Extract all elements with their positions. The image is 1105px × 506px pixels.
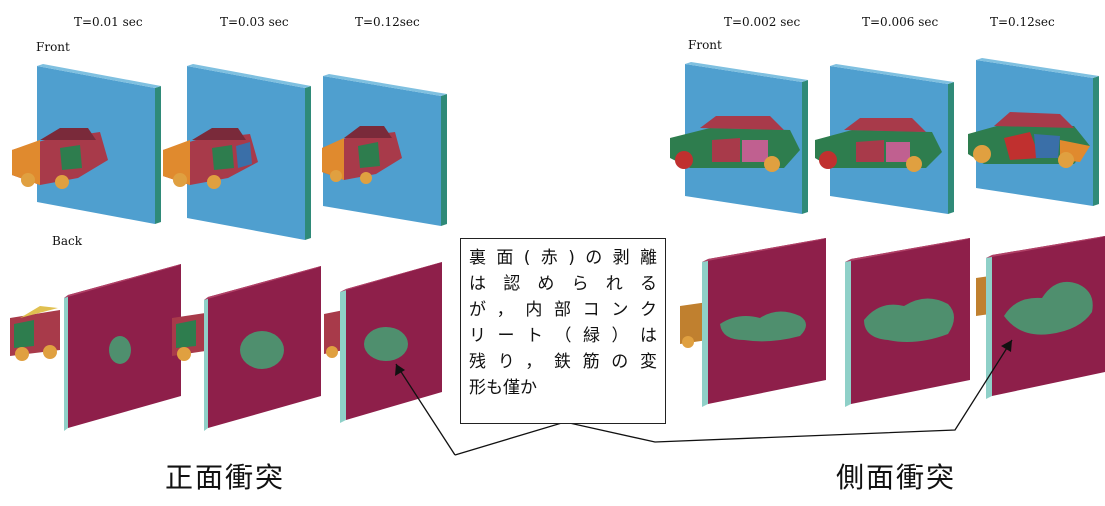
callout-box: 裏面(赤)の剥離 は認められる が，内部コンク リート（緑）は 残り，鉄筋の変 … (460, 238, 666, 424)
side-front-panel-1 (670, 62, 808, 214)
car-side-1 (670, 116, 800, 172)
callout-line-4: リート（緑）は (469, 326, 657, 346)
side-front-panel-2 (815, 64, 954, 214)
time-label-side-3: T=0.12sec (990, 15, 1055, 29)
back-label-frontal: Back (52, 234, 82, 248)
car-frontal-3 (322, 126, 402, 184)
time-label-frontal-3: T=0.12sec (355, 15, 420, 29)
callout-pointer (395, 339, 1013, 456)
side-back-panel-2 (845, 238, 970, 407)
callout-line-6: 形も僅か (469, 378, 537, 398)
front-label-frontal: Front (36, 40, 70, 54)
callout-line-1: 裏面(赤)の剥離 (469, 248, 657, 268)
car-frontal-2 (163, 128, 258, 189)
side-front-panel-3 (968, 58, 1099, 206)
front-label-side: Front (688, 38, 722, 52)
side-back-panel-3 (976, 236, 1105, 399)
caption-side-collision: 側面衝突 (836, 461, 957, 494)
frontal-back-panel-1 (10, 264, 181, 431)
frontal-front-panel-1 (12, 64, 161, 224)
time-label-frontal-1: T=0.01 sec (74, 15, 143, 29)
frontal-back-panel-2 (172, 266, 321, 431)
callout-line-5: 残り，鉄筋の変 (469, 352, 657, 372)
callout-line-2: は認められる (469, 274, 657, 294)
time-label-frontal-2: T=0.03 sec (220, 15, 289, 29)
time-label-side-2: T=0.006 sec (862, 15, 939, 29)
callout-line-3: が，内部コンク (469, 300, 657, 320)
frontal-front-panel-2 (163, 64, 311, 240)
side-back-panel-1 (680, 238, 826, 407)
caption-frontal-collision: 正面衝突 (165, 461, 286, 494)
frontal-front-panel-3 (322, 74, 447, 226)
car-frontal-1 (12, 128, 108, 189)
car-side-3 (968, 112, 1090, 168)
car-side-2 (815, 118, 942, 172)
frontal-back-panel-3 (324, 262, 442, 423)
time-label-side-1: T=0.002 sec (724, 15, 801, 29)
